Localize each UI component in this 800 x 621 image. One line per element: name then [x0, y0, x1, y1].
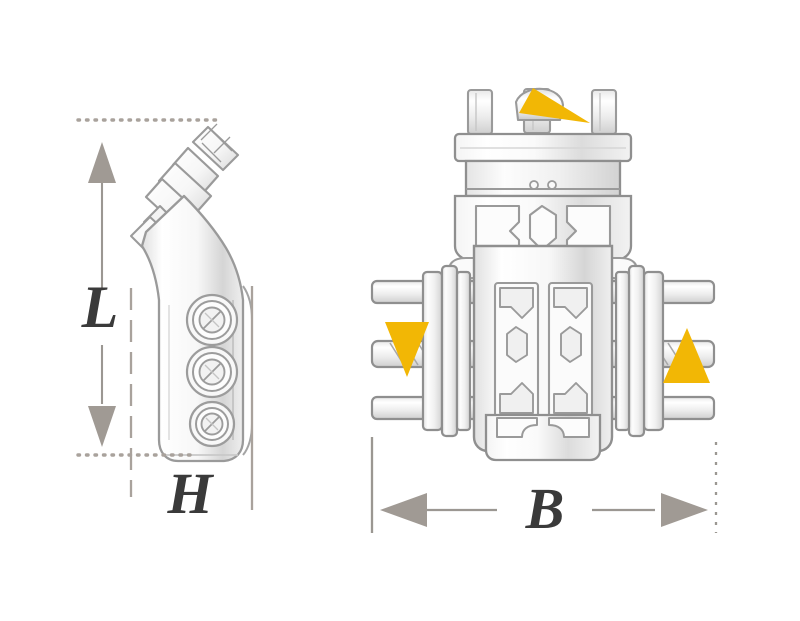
base-cutout-right	[548, 417, 590, 438]
top-stud-left	[466, 88, 494, 136]
top-stud-right	[590, 88, 618, 136]
angled-inlet-stem	[191, 123, 240, 172]
dimension-B-arrowhead-left	[380, 493, 427, 527]
left-collar-stack	[421, 264, 472, 438]
right-collar-3	[614, 270, 631, 432]
upper-body-window-right	[565, 204, 612, 252]
marker-right-triangle-up-icon	[663, 328, 710, 383]
upper-housing	[464, 159, 622, 198]
base-cutout-left	[496, 417, 538, 438]
port-boss-1	[185, 293, 239, 347]
right-collar-1	[642, 270, 665, 432]
upper-body-window-left	[474, 204, 521, 252]
housing-pin-left	[529, 180, 539, 190]
panel-right-cutout-top	[553, 287, 588, 319]
port-boss-2	[185, 345, 239, 399]
left-collar-3	[455, 270, 472, 432]
panel-left-cutout-top	[499, 287, 534, 319]
dimension-B: B	[370, 437, 718, 541]
left-side-view	[130, 123, 253, 463]
port-boss-3	[188, 400, 236, 448]
dimension-B-arrowhead-right	[661, 493, 708, 527]
left-collar-1	[421, 270, 444, 432]
left-collar-2	[440, 264, 459, 438]
dimension-H-label: H	[166, 461, 214, 526]
dimension-L: L	[76, 118, 224, 457]
panel-right-cutout-bottom	[553, 382, 588, 414]
marker-left-triangle-down-icon	[385, 322, 429, 377]
dimension-L-arrowhead-down	[88, 406, 116, 447]
port-boss-group	[185, 293, 239, 448]
right-collar-stack	[614, 264, 665, 438]
dimension-L-arrowhead-up	[88, 142, 116, 183]
marker-top-triangle-left-icon	[519, 88, 590, 123]
upper-body-center-port	[528, 204, 558, 252]
panel-left-cutout-mid	[506, 326, 528, 363]
inner-panel-group	[493, 281, 594, 420]
housing-pin-right	[547, 180, 557, 190]
panel-left-cutout-bottom	[499, 382, 534, 414]
right-front-view	[370, 87, 716, 462]
dimension-B-label: B	[525, 476, 565, 541]
panel-right-cutout-mid	[560, 326, 582, 363]
right-collar-2	[627, 264, 646, 438]
dimension-L-label: L	[81, 274, 119, 340]
dimension-H: H	[129, 286, 254, 526]
